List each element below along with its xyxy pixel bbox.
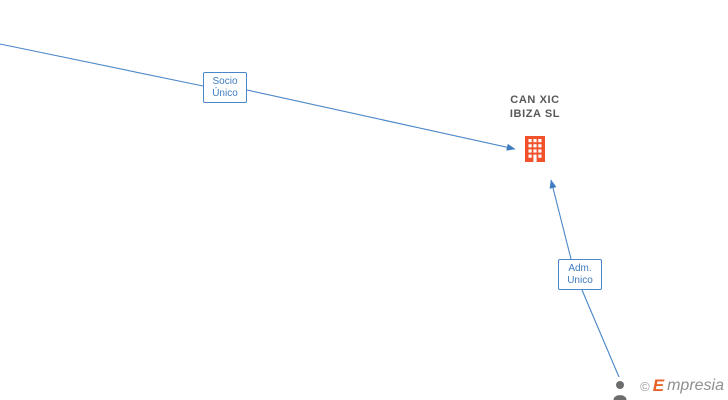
watermark-copyright: © — [640, 378, 650, 394]
person-icon[interactable] — [612, 380, 628, 400]
watermark: © E mpresia — [640, 376, 724, 396]
watermark-brand-initial: E — [652, 376, 665, 395]
relation-label-adm-unico[interactable]: Adm. Unico — [558, 259, 602, 290]
company-name-label: CAN XIC IBIZA SL — [509, 94, 561, 120]
edge-adm-to-company — [549, 179, 572, 260]
edge-socio-unico-to-company — [246, 89, 516, 151]
edge-person-to-adm — [581, 289, 620, 378]
watermark-brand-name: mpresia — [667, 377, 724, 394]
edge-socio-unico-left — [0, 43, 204, 87]
relation-label-socio-unico[interactable]: Socio Único — [203, 72, 247, 103]
building-icon[interactable] — [521, 134, 549, 164]
